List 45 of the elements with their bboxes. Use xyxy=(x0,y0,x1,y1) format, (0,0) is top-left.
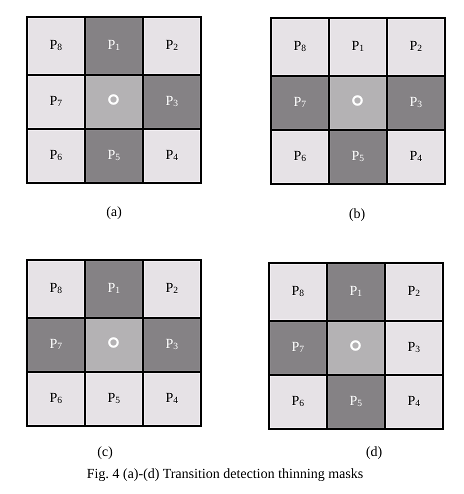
mask-grid xyxy=(26,259,202,426)
figure-caption: Fig. 4 (a)-(d) Transition detection thinning masks xyxy=(86,468,364,482)
neighbor-pixel-cell: P$_{4}$ xyxy=(144,130,200,182)
neighbor-pixel-cell: P$_{7}$ xyxy=(28,76,84,128)
neighbor-pixel-cell: P$_{8}$ xyxy=(28,260,84,317)
neighbor-pixel-cell: P$_{8}$ xyxy=(270,264,326,320)
neighbor-pixel-cell: P$_{3}$ xyxy=(386,322,442,374)
neighbor-pixel-cell: P$_{1}$ xyxy=(330,18,386,75)
neighbor-pixel-cell: P$_{3}$ xyxy=(144,318,200,371)
neighbor-pixel-cell: P$_{4}$ xyxy=(386,376,442,428)
center-pixel-cell xyxy=(330,76,386,129)
neighbor-pixel-cell: P$_{2}$ xyxy=(144,18,200,74)
neighbor-pixel-cell: P$_{4}$ xyxy=(144,372,200,425)
panel-label: (b) xyxy=(348,208,366,222)
neighbor-pixel-cell: P$_{1}$ xyxy=(86,260,142,317)
neighbor-pixel-cell: P$_{5}$ xyxy=(86,130,142,182)
neighbor-pixel-cell: P$_{7}$ xyxy=(28,318,84,371)
neighbor-pixel-cell: P$_{2}$ xyxy=(388,18,444,75)
neighbor-pixel-cell: P$_{6}$ xyxy=(270,376,326,428)
neighbor-pixel-cell: P$_{3}$ xyxy=(144,76,200,128)
neighbor-pixel-cell: P$_{1}$ xyxy=(86,18,142,74)
center-pixel-cell xyxy=(86,318,142,371)
neighbor-pixel-cell: P$_{6}$ xyxy=(272,130,328,183)
mask-grid xyxy=(26,16,202,184)
neighbor-pixel-cell: P$_{7}$ xyxy=(272,76,328,129)
neighbor-pixel-cell: P$_{3}$ xyxy=(388,76,444,129)
panel-label: (a) xyxy=(106,206,122,220)
neighbor-pixel-cell: P$_{5}$ xyxy=(328,376,384,428)
neighbor-pixel-cell: P$_{6}$ xyxy=(28,130,84,182)
neighbor-pixel-cell: P$_{8}$ xyxy=(272,18,328,75)
neighbor-pixel-cell: P$_{1}$ xyxy=(328,264,384,320)
neighbor-pixel-cell: P$_{2}$ xyxy=(386,264,442,320)
center-pixel-cell xyxy=(328,322,384,374)
panel-label: (c) xyxy=(97,446,113,460)
neighbor-pixel-cell: P$_{6}$ xyxy=(28,372,84,425)
center-pixel-cell xyxy=(86,76,142,128)
mask-grid xyxy=(270,17,446,184)
neighbor-pixel-cell: P$_{7}$ xyxy=(270,322,326,374)
neighbor-pixel-cell: P$_{8}$ xyxy=(28,18,84,74)
mask-grid xyxy=(268,262,444,430)
neighbor-pixel-cell: P$_{4}$ xyxy=(388,130,444,183)
neighbor-pixel-cell: P$_{5}$ xyxy=(330,130,386,183)
neighbor-pixel-cell: P$_{2}$ xyxy=(144,260,200,317)
neighbor-pixel-cell: P$_{5}$ xyxy=(86,372,142,425)
panel-label: (d) xyxy=(366,446,382,460)
